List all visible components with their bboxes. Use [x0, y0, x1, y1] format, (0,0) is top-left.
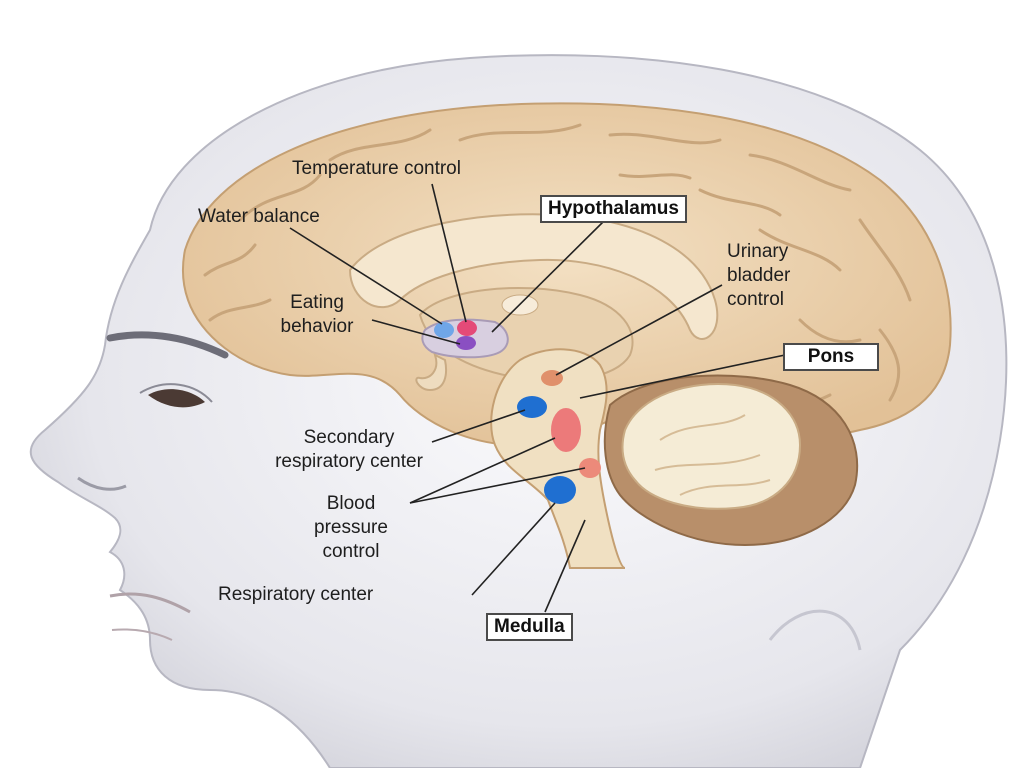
box-pons: Pons — [783, 343, 879, 371]
pituitary — [415, 353, 448, 392]
secondary-respiratory-marker — [517, 396, 547, 418]
blood-pressure-marker-upper — [551, 408, 581, 452]
label-respiratory-center: Respiratory center — [218, 584, 374, 605]
eyebrow — [106, 331, 229, 359]
arbor-vitae — [621, 383, 802, 510]
eye — [148, 389, 205, 408]
label-urinary-bladder-control: Urinary bladder control — [727, 241, 791, 310]
gyri-texture — [203, 123, 912, 409]
label-eating-behavior: Eating behavior — [280, 292, 354, 337]
box-medulla: Medulla — [486, 613, 573, 641]
corpus-callosum — [348, 213, 719, 340]
water-balance-marker — [434, 322, 454, 338]
box-hypothalamus: Hypothalamus — [540, 195, 687, 223]
temperature-control-marker — [457, 320, 477, 336]
leader-lines — [289, 183, 786, 613]
label-secondary-respiratory-center: Secondary respiratory center — [275, 427, 423, 472]
label-temperature-control: Temperature control — [292, 158, 461, 179]
eating-behavior-marker — [456, 336, 476, 350]
label-blood-pressure-control: Blood pressure control — [314, 493, 388, 562]
blood-pressure-marker-lower — [579, 458, 601, 478]
respiratory-center-marker — [544, 476, 576, 504]
label-water-balance: Water balance — [198, 206, 320, 227]
